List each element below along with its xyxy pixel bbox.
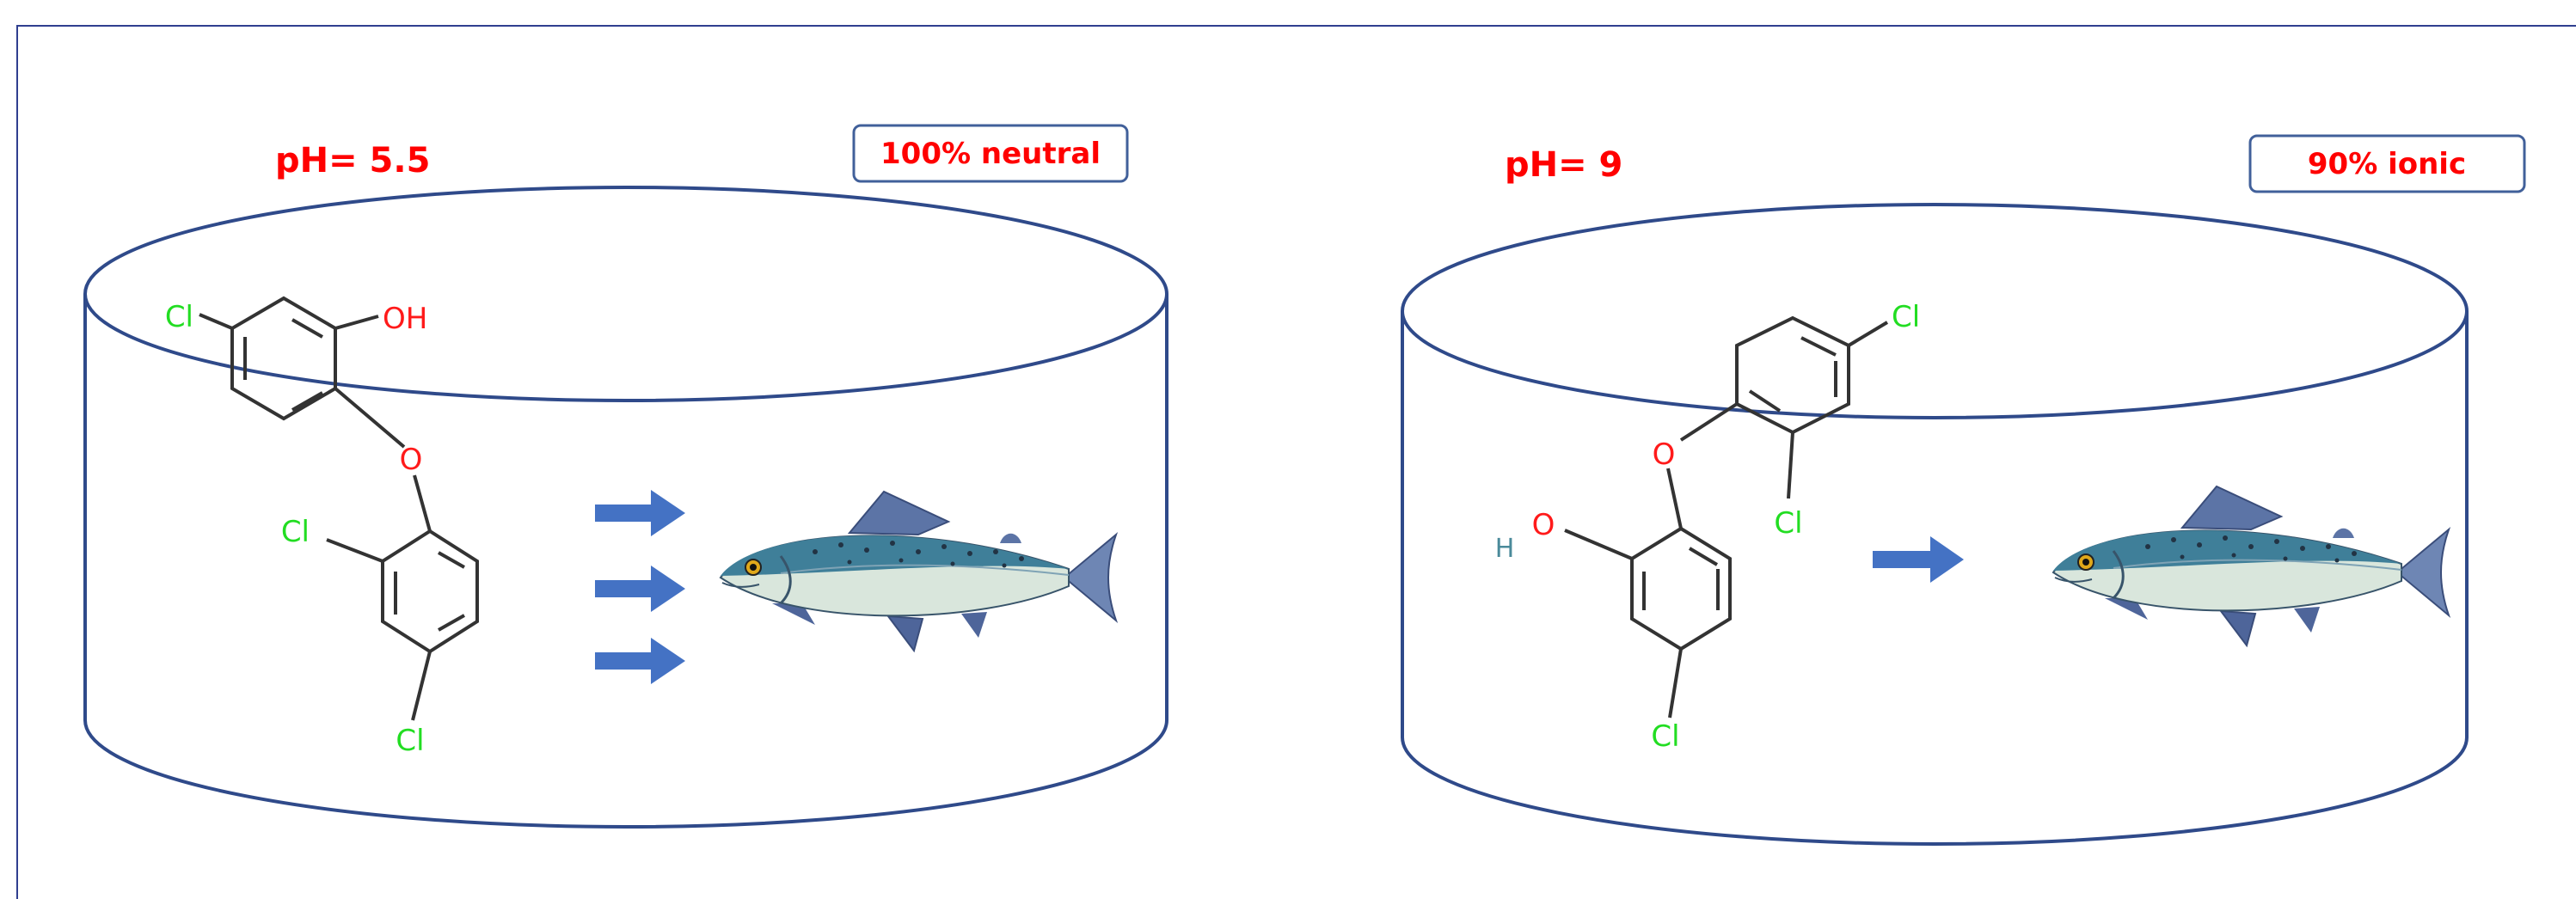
panel-acidic: pH= 5.5 100% neutral <box>83 124 1168 829</box>
uptake-arrow <box>595 638 685 684</box>
neutral-badge: 100% neutral <box>852 124 1129 183</box>
atom-o-bridge: O <box>400 443 423 477</box>
atom-cl-bottom: Cl <box>1651 719 1679 754</box>
atom-oh: OH <box>383 302 427 336</box>
triclosan-molecule: Cl OH O Cl Cl <box>165 296 479 758</box>
uptake-arrow <box>595 490 685 536</box>
atom-cl-top: Cl <box>165 300 193 334</box>
fish <box>719 490 1118 652</box>
tank <box>1401 203 2469 846</box>
ph-label: pH= 5.5 <box>275 141 430 180</box>
uptake-arrow <box>1873 536 1964 583</box>
uptake-arrows <box>595 490 685 684</box>
triclosan-molecule: Cl O Cl H O Cl <box>1495 300 1920 754</box>
ph-label: pH= 9 <box>1505 145 1622 185</box>
badge-label: 90% ionic <box>2308 147 2466 181</box>
atom-cl-bottom: Cl <box>396 724 424 758</box>
tank <box>83 186 1168 829</box>
atom-cl-mid: Cl <box>1774 506 1802 541</box>
uptake-arrows <box>1873 536 1964 583</box>
fish <box>2052 485 2450 647</box>
atom-h: H <box>1495 534 1515 564</box>
badge-label: 100% neutral <box>880 137 1101 171</box>
atom-o-bridge: O <box>1653 437 1676 472</box>
atom-cl-mid: Cl <box>281 515 310 549</box>
uptake-arrow <box>595 566 685 612</box>
atom-o-hydroxyl: O <box>1532 508 1555 542</box>
atom-cl-top: Cl <box>1892 300 1920 334</box>
diagram-frame <box>16 25 2576 899</box>
ionic-badge: 90% ionic <box>2248 134 2526 193</box>
panel-basic: pH= 9 90% ionic <box>1401 134 2526 846</box>
